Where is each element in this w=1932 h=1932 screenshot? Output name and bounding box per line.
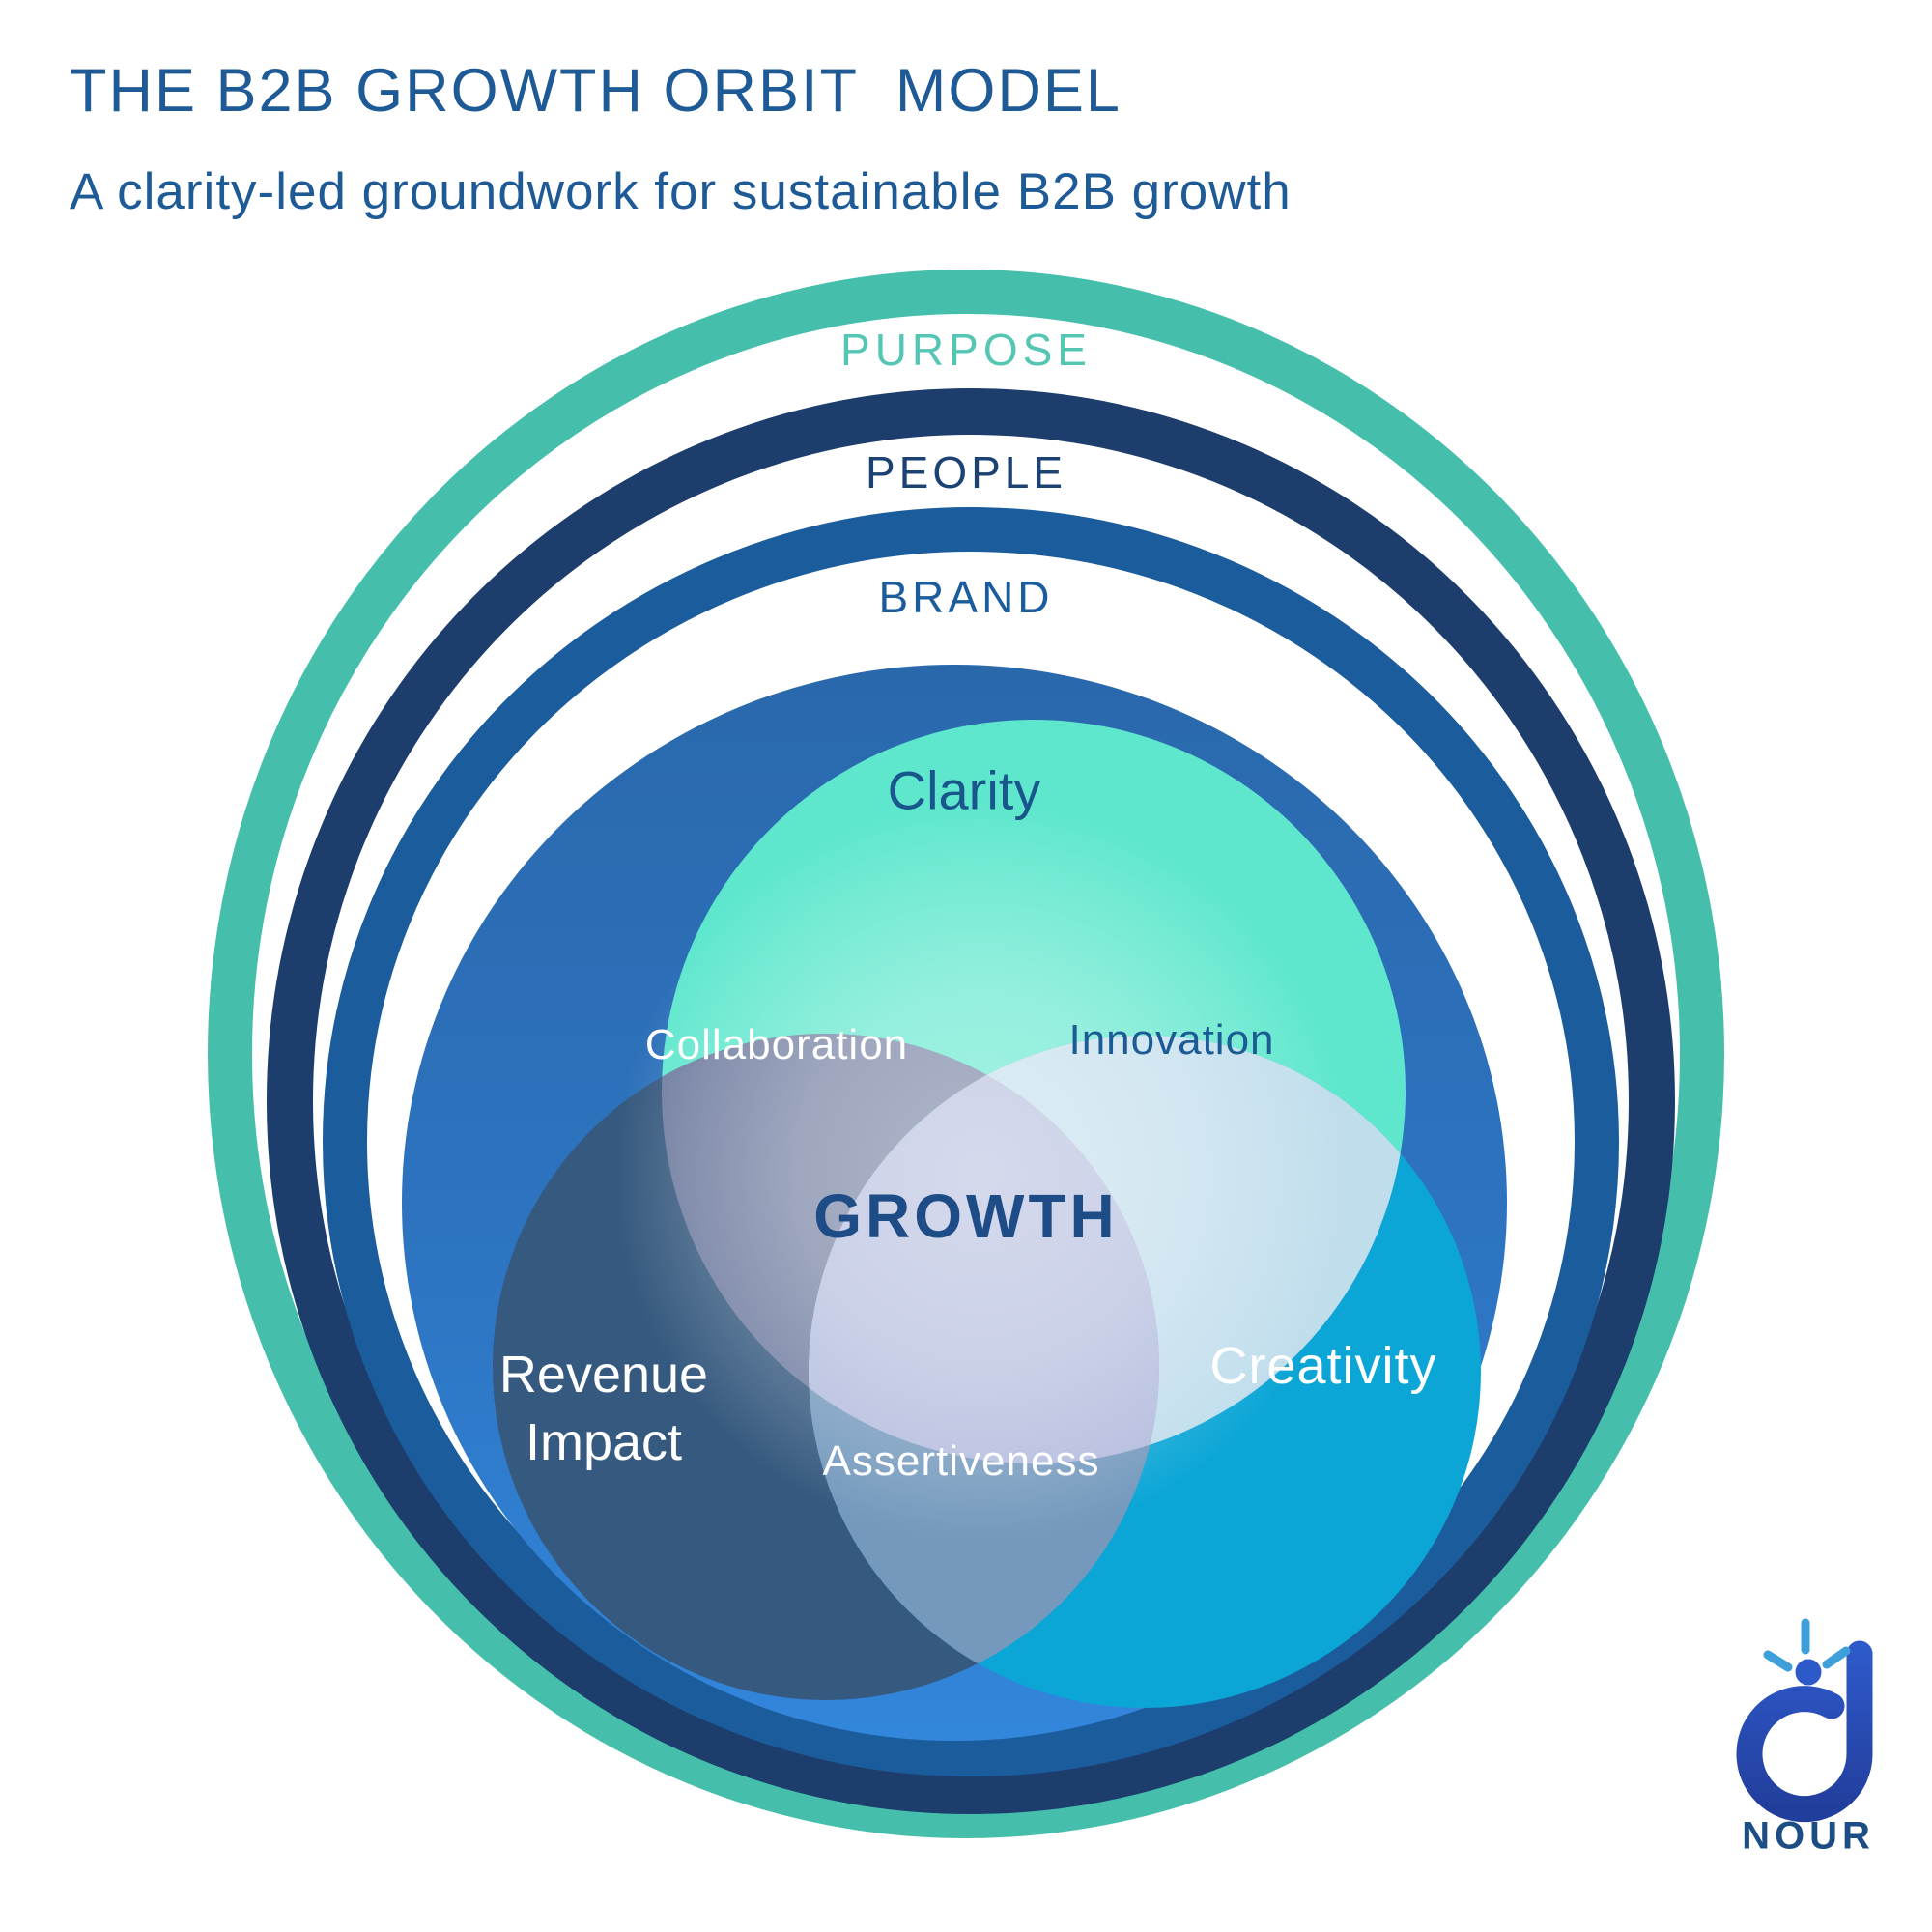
page-subtitle: A clarity-led groundwork for sustainable… xyxy=(70,163,1292,220)
nour-logo-hook xyxy=(1736,1640,1873,1823)
revenue-impact-label: Revenue Impact xyxy=(499,1341,708,1476)
people-orbit-ring xyxy=(267,388,1675,1814)
clarity-label: Clarity xyxy=(887,759,1041,821)
nour-logo-icon xyxy=(1736,1618,1873,1823)
assertiveness-label: Assertiveness xyxy=(822,1437,1100,1485)
nour-logo-ray-left xyxy=(1763,1650,1793,1672)
purpose-orbit-ring xyxy=(208,270,1724,1838)
collaboration-label: Collaboration xyxy=(644,1021,909,1068)
nour-logo-dot xyxy=(1795,1659,1822,1686)
revenue-impact-label-line1: Revenue xyxy=(498,1345,709,1404)
page-title: THE B2B GROWTH ORBIT MODEL xyxy=(70,57,1122,125)
brand-orbit-label: BRAND xyxy=(878,572,1054,622)
purpose-orbit-label: PURPOSE xyxy=(840,325,1092,375)
revenue-impact-label-line2: Impact xyxy=(525,1413,683,1471)
innovation-label: Innovation xyxy=(1068,1016,1275,1064)
people-orbit-label: PEOPLE xyxy=(865,447,1067,497)
nour-logo-ray-right xyxy=(1822,1646,1851,1669)
nour-logo-wordmark: NOUR xyxy=(1742,1814,1875,1858)
brand-orbit-ring xyxy=(323,507,1619,1776)
creativity-label: Creativity xyxy=(1209,1337,1437,1395)
growth-label: GROWTH xyxy=(813,1181,1119,1251)
center-glow xyxy=(613,807,1348,1541)
header: THE B2B GROWTH ORBIT MODEL A clarity-led… xyxy=(70,56,1292,221)
